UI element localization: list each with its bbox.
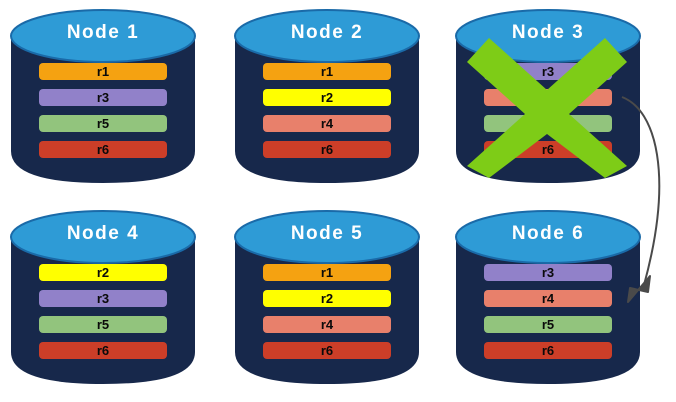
- cylinder-top-ellipse: [455, 210, 641, 264]
- record-bar-r6[interactable]: r6: [263, 141, 391, 158]
- record-bar-r3[interactable]: r3: [39, 89, 167, 106]
- cylinder-top-ellipse: [10, 9, 196, 63]
- cylinder-top-ellipse: [234, 210, 420, 264]
- record-list: r2 r3 r5 r6: [39, 264, 167, 368]
- record-bar-r2[interactable]: r2: [263, 290, 391, 307]
- record-bar-r5[interactable]: r5: [484, 316, 612, 333]
- cylinder-top-ellipse: [10, 210, 196, 264]
- record-bar-r5[interactable]: r5: [39, 316, 167, 333]
- record-list: r3 r4 r5 r6: [484, 264, 612, 368]
- record-bar-r5[interactable]: r5: [484, 115, 612, 132]
- record-bar-r4[interactable]: r4: [484, 290, 612, 307]
- record-bar-r3[interactable]: r3: [39, 290, 167, 307]
- record-bar-r4[interactable]: r4: [263, 115, 391, 132]
- record-list: r1 r3 r5 r6: [39, 63, 167, 167]
- record-list: r1 r2 r4 r6: [263, 264, 391, 368]
- record-bar-r4[interactable]: r4: [263, 316, 391, 333]
- record-bar-r6[interactable]: r6: [263, 342, 391, 359]
- record-bar-r3[interactable]: r3: [484, 264, 612, 281]
- record-bar-r6[interactable]: r6: [484, 342, 612, 359]
- record-bar-r6[interactable]: r6: [39, 342, 167, 359]
- cylinder-top-ellipse: [234, 9, 420, 63]
- record-list: r1 r2 r4 r6: [263, 63, 391, 167]
- record-bar-r1[interactable]: r1: [263, 63, 391, 80]
- record-bar-r2[interactable]: r2: [263, 89, 391, 106]
- record-bar-r5[interactable]: r5: [39, 115, 167, 132]
- record-bar-r3[interactable]: r3: [484, 63, 612, 80]
- cylinder-top-ellipse: [455, 9, 641, 63]
- record-bar-r1[interactable]: r1: [39, 63, 167, 80]
- record-bar-r1[interactable]: r1: [263, 264, 391, 281]
- record-list: r3 r4 r5 r6: [484, 63, 612, 167]
- record-bar-r4[interactable]: r4: [484, 89, 612, 106]
- record-bar-r2[interactable]: r2: [39, 264, 167, 281]
- record-bar-r6[interactable]: r6: [39, 141, 167, 158]
- record-bar-r6[interactable]: r6: [484, 141, 612, 158]
